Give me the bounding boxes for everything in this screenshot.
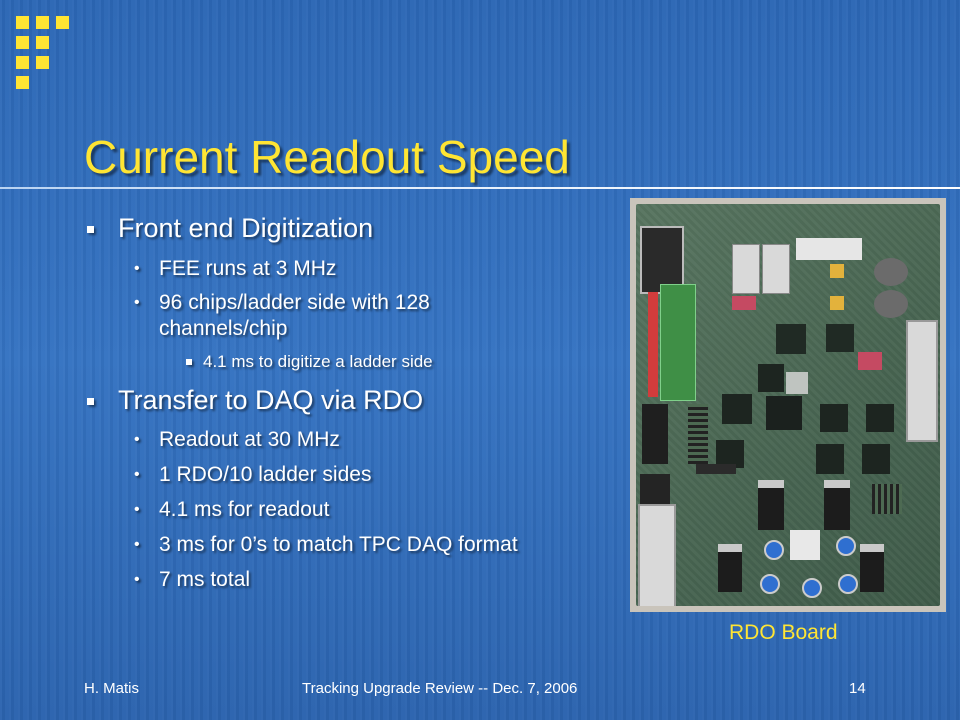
bullet-transfer-to-daq: Transfer to DAQ via RDO xyxy=(118,385,424,415)
rdo-board-photo xyxy=(630,198,946,612)
bullet-chips-per-ladder: 96 chips/ladder side with 128 xyxy=(159,291,430,314)
logo-squares-icon xyxy=(16,16,86,89)
square-bullet-icon xyxy=(87,226,94,233)
round-bullet-icon: • xyxy=(134,466,140,483)
round-bullet-icon: • xyxy=(134,501,140,518)
title-divider xyxy=(0,187,960,189)
bullet-readout-time: 4.1 ms for readout xyxy=(159,498,330,521)
footer-author: H. Matis xyxy=(84,680,140,697)
bullet-front-end-digitization: Front end Digitization xyxy=(118,213,374,243)
bullet-chips-per-ladder-cont: channels/chip xyxy=(159,317,288,340)
footer-event: Tracking Upgrade Review -- Dec. 7, 2006 xyxy=(302,680,578,697)
slide-title: Current Readout Speed xyxy=(84,131,570,183)
round-bullet-icon: • xyxy=(134,536,140,553)
footer-page-number: 14 xyxy=(849,680,866,697)
square-bullet-icon xyxy=(87,398,94,405)
square-bullet-icon xyxy=(186,359,192,365)
bullet-readout-rate: Readout at 30 MHz xyxy=(159,428,340,451)
image-caption: RDO Board xyxy=(729,621,838,644)
bullet-digitize-time: 4.1 ms to digitize a ladder side xyxy=(203,352,433,371)
circuit-board-image xyxy=(636,204,940,606)
bullet-zero-padding: 3 ms for 0’s to match TPC DAQ format xyxy=(159,533,518,556)
round-bullet-icon: • xyxy=(134,260,140,277)
bullet-rdo-ratio: 1 RDO/10 ladder sides xyxy=(159,463,372,486)
round-bullet-icon: • xyxy=(134,431,140,448)
bullet-total-time: 7 ms total xyxy=(159,568,251,591)
bullet-fee-runs: FEE runs at 3 MHz xyxy=(159,257,337,280)
round-bullet-icon: • xyxy=(134,571,140,588)
round-bullet-icon: • xyxy=(134,294,140,311)
